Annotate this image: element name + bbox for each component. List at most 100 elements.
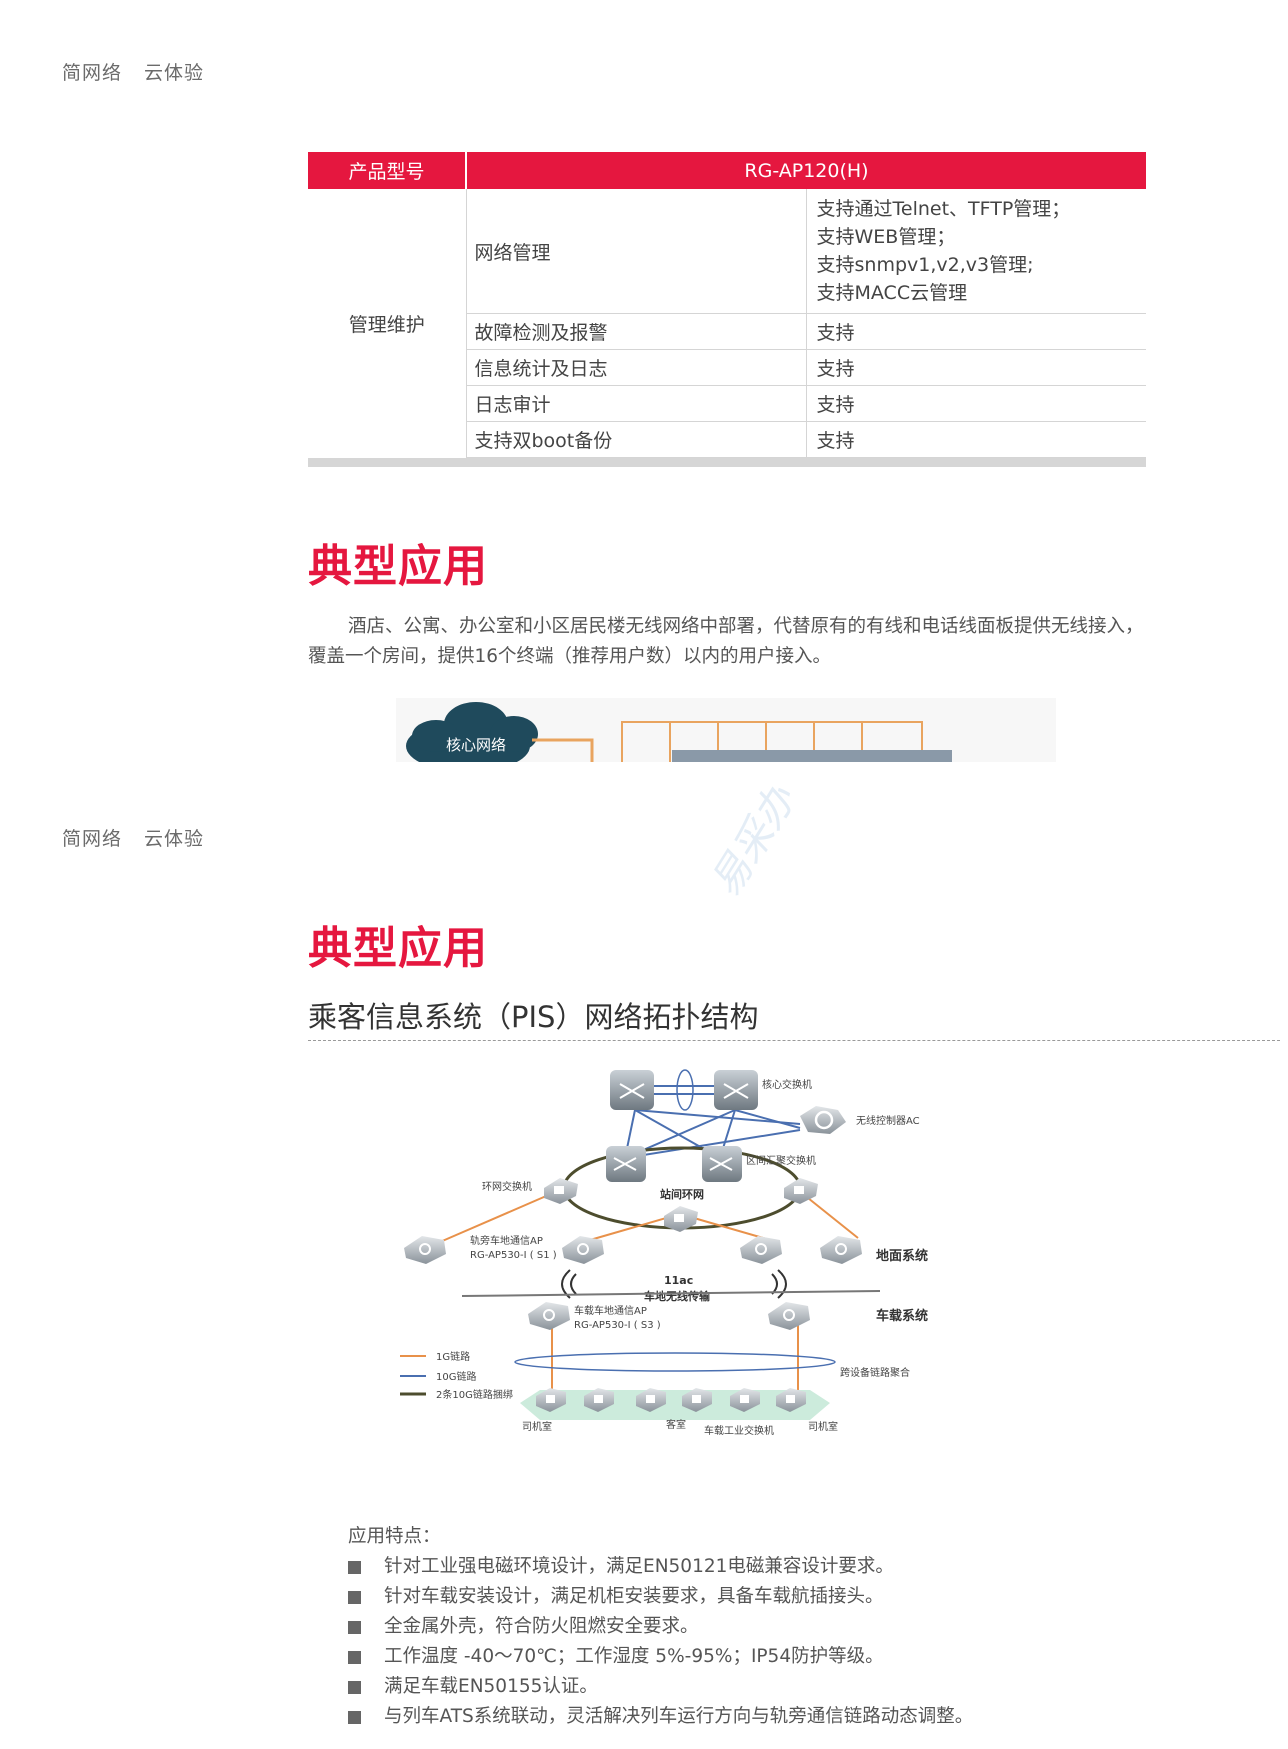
trackside-ap-icon	[404, 1236, 446, 1264]
legend-2x10g: 2条10G链路捆绑	[436, 1388, 513, 1401]
link-aggregation-ellipse	[676, 1069, 694, 1111]
features-list: 针对工业强电磁环境设计，满足EN50121电磁兼容设计要求。 针对车载安装设计，…	[348, 1552, 973, 1732]
table-row: 支持双boot备份 支持	[308, 421, 1146, 458]
features-title: 应用特点：	[348, 1526, 441, 1547]
dashed-divider	[308, 1040, 1280, 1041]
page-1: 简网络云体验 产品型号 RG-AP120(H) 管理维护 网络管理 支持通过Te…	[0, 0, 1288, 768]
legend	[400, 1355, 426, 1396]
value-line: 支持snmpv1,v2,v3管理;	[816, 254, 1034, 276]
ring-switch-icon	[784, 1178, 818, 1204]
wireless-label: 车地无线传输	[644, 1289, 711, 1303]
spec-table-header: 产品型号 RG-AP120(H)	[308, 152, 1146, 189]
passenger-label: 客室	[666, 1418, 686, 1431]
list-item: 全金属外壳，符合防火阻燃安全要求。	[348, 1612, 973, 1642]
section-title: 典型应用	[308, 541, 488, 592]
building-image	[672, 750, 952, 762]
diagram-subtitle: 乘客信息系统（PIS）网络拓扑结构	[308, 1000, 759, 1034]
table-row: 信息统计及日志 支持	[308, 349, 1146, 386]
core-switch-icon	[714, 1070, 758, 1110]
bullet-square-icon	[348, 1590, 361, 1604]
item-cell: 故障检测及报警	[466, 313, 807, 350]
onboard-switch-label: 车载工业交换机	[704, 1424, 774, 1437]
item-cell: 日志审计	[466, 385, 807, 422]
aggregation-switch-label: 区间汇聚交换机	[746, 1154, 816, 1167]
onboard-switch-icon	[776, 1388, 806, 1412]
list-item: 针对车载安装设计，满足机柜安装要求，具备车载航插接头。	[348, 1582, 973, 1612]
page-2: 简网络云体验 典型应用 乘客信息系统（PIS）网络拓扑结构	[0, 768, 1288, 1749]
onboard-switch-icon	[584, 1388, 614, 1412]
cloud-label: 核心网络	[446, 736, 506, 754]
track-line	[461, 1290, 881, 1297]
value-line: 支持通过Telnet、TFTP管理；	[816, 198, 1071, 220]
bullet-square-icon	[348, 1650, 361, 1664]
ring-label: 站间环网	[660, 1187, 704, 1201]
feature-text: 针对车载安装设计，满足机柜安装要求，具备车载航插接头。	[384, 1586, 884, 1607]
onboard-switches	[536, 1388, 806, 1412]
aggregation-switch-icon	[702, 1146, 742, 1182]
value-cell: 支持通过Telnet、TFTP管理； 支持WEB管理； 支持snmpv1,v2,…	[806, 189, 1146, 314]
page-header: 简网络云体验	[62, 824, 204, 851]
ring-switch-icon	[544, 1178, 578, 1204]
ring-switch-icon	[664, 1206, 698, 1232]
table-row: 故障检测及报警 支持	[308, 313, 1146, 350]
header-right: 云体验	[144, 828, 205, 850]
value-line: 支持WEB管理；	[816, 226, 956, 248]
application-paragraph: 酒店、公寓、办公室和小区居民楼无线网络中部署，代替原有的有线和电话线面板提供无线…	[308, 616, 1144, 667]
value-cell: 支持	[806, 385, 1146, 422]
bullet-square-icon	[348, 1620, 361, 1634]
core-switch-label: 核心交换机	[762, 1078, 812, 1091]
uplink-line	[532, 738, 594, 762]
feature-text: 工作温度 -40～70℃；工作湿度 5%-95%；IP54防护等级。	[384, 1646, 884, 1667]
feature-text: 针对工业强电磁环境设计，满足EN50121电磁兼容设计要求。	[384, 1556, 894, 1577]
cross-device-ellipse	[514, 1352, 836, 1372]
cab-right-label: 司机室	[808, 1420, 838, 1433]
item-cell: 支持双boot备份	[466, 421, 807, 458]
table-bottom-bar	[308, 458, 1146, 467]
vehicle-system-label: 车载系统	[876, 1308, 928, 1324]
pis-topology-diagram: 核心交换机 无线控制器AC 区间汇聚交换机 环网交换	[400, 1069, 928, 1437]
cross-device-label: 跨设备链路聚合	[840, 1366, 910, 1379]
list-item: 与列车ATS系统联动，灵活解决列车运行方向与轨旁通信链路动态调整。	[348, 1702, 973, 1732]
feature-text: 满足车载EN50155认证。	[384, 1676, 598, 1697]
item-cell: 信息统计及日志	[466, 349, 807, 386]
links-1g	[439, 1189, 859, 1390]
value-line: 支持MACC云管理	[816, 282, 968, 304]
bullet-square-icon	[348, 1560, 361, 1574]
onboard-ap-model: RG-AP530-I ( S3 )	[574, 1320, 661, 1331]
list-item: 工作温度 -40～70℃；工作湿度 5%-95%；IP54防护等级。	[348, 1642, 973, 1672]
ground-system-label: 地面系统	[876, 1248, 928, 1264]
header-left: 简网络	[62, 828, 123, 850]
trackside-ap-icon	[820, 1236, 862, 1264]
onboard-switch-icon	[536, 1388, 566, 1412]
value-cell: 支持	[806, 313, 1146, 350]
onboard-switch-icon	[682, 1388, 712, 1412]
tech-label: 11ac	[664, 1274, 693, 1287]
spec-table: 产品型号 RG-AP120(H) 管理维护 网络管理 支持通过Telnet、TF…	[308, 152, 1146, 458]
cab-left-label: 司机室	[522, 1420, 552, 1433]
ring-switch-label: 环网交换机	[482, 1180, 532, 1193]
core-switch-icon	[610, 1070, 654, 1110]
onboard-switch-icon	[636, 1388, 666, 1412]
feature-text: 与列车ATS系统联动，灵活解决列车运行方向与轨旁通信链路动态调整。	[384, 1706, 974, 1727]
legend-1g: 1G链路	[436, 1350, 470, 1363]
onboard-ap-icon	[528, 1302, 570, 1330]
value-cell: 支持	[806, 349, 1146, 386]
item-cell: 网络管理	[466, 189, 807, 314]
trackside-ap-icon	[740, 1236, 782, 1264]
hotel-diagram: 核心网络	[396, 698, 1056, 762]
onboard-switch-icon	[730, 1388, 760, 1412]
header-right: 云体验	[144, 62, 205, 84]
category-cell: 管理维护	[308, 189, 467, 458]
table-row: 管理维护 网络管理 支持通过Telnet、TFTP管理； 支持WEB管理； 支持…	[308, 189, 1146, 458]
bullet-square-icon	[348, 1680, 361, 1694]
wireless-controller-icon	[800, 1106, 846, 1134]
header-left: 简网络	[62, 62, 123, 84]
aggregation-switch-icon	[606, 1146, 646, 1182]
feature-text: 全金属外壳，符合防火阻燃安全要求。	[384, 1616, 699, 1637]
trackside-ap-icon	[562, 1236, 604, 1264]
col-header-model: 产品型号	[308, 152, 467, 189]
building-frame	[621, 721, 923, 762]
page-header: 简网络云体验	[62, 58, 204, 85]
cloud-icon	[406, 702, 538, 762]
value-cell: 支持	[806, 421, 1146, 458]
